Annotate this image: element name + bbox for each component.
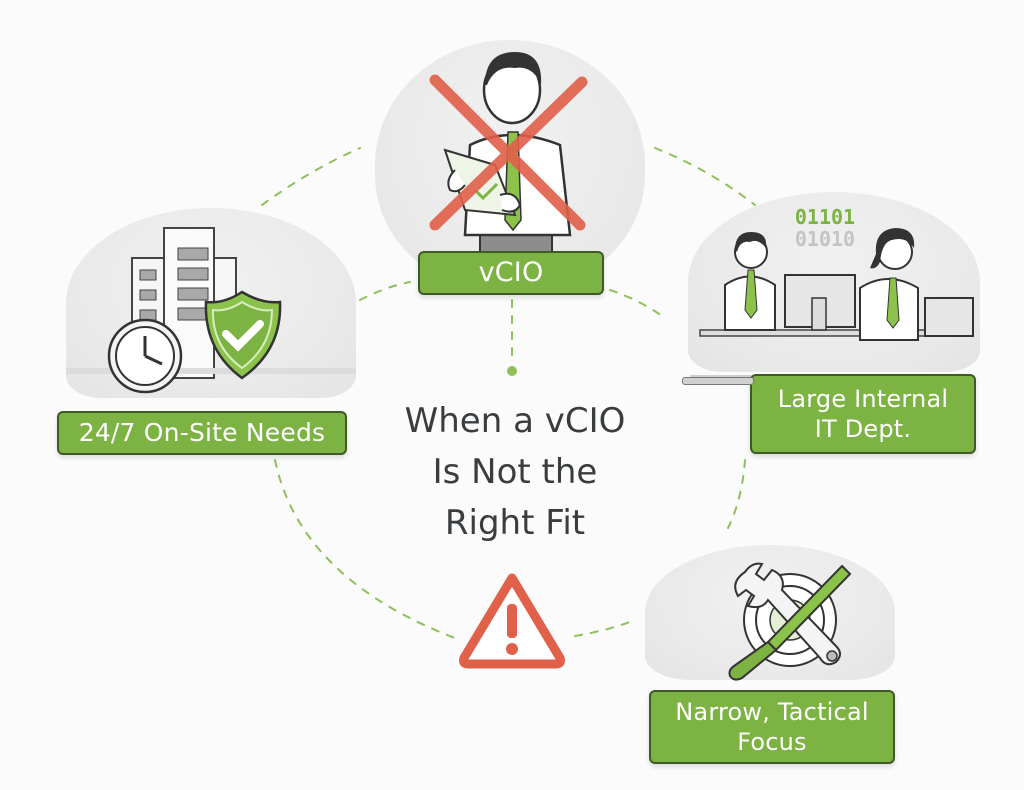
node-label-tactical: Narrow, Tactical Focus	[649, 690, 895, 764]
diagram-title: When a vCIO Is Not the Right Fit	[370, 396, 660, 549]
node-label-vcio: vCIO	[418, 251, 604, 295]
title-line-1: When a vCIO	[404, 401, 626, 441]
pen-decoration	[682, 377, 754, 385]
it-staff-illustration	[690, 228, 974, 381]
warning-triangle-icon	[459, 573, 565, 669]
binary-line-2: 01010	[794, 227, 856, 251]
node-label-tactical-line1: Narrow, Tactical	[675, 698, 869, 726]
wrench-screwdriver-icon	[728, 562, 852, 681]
node-label-onsite: 24/7 On-Site Needs	[57, 411, 347, 455]
node-label-tactical-line2: Focus	[737, 728, 807, 756]
node-label-internal-it-line1: Large Internal	[777, 385, 949, 413]
red-x-icon	[429, 74, 588, 231]
node-label-internal-it-line2: IT Dept.	[814, 415, 912, 443]
shield-check-icon	[204, 290, 282, 380]
binary-code-text: 01101 01010	[785, 206, 865, 250]
node-label-onsite-text: 24/7 On-Site Needs	[78, 418, 326, 447]
binary-line-1: 01101	[794, 205, 856, 229]
node-label-internal-it: Large Internal IT Dept.	[750, 374, 976, 454]
clock-icon	[107, 318, 183, 394]
node-label-vcio-text: vCIO	[478, 257, 544, 288]
title-line-3: Right Fit	[444, 503, 586, 543]
title-line-2: Is Not the	[432, 452, 598, 492]
